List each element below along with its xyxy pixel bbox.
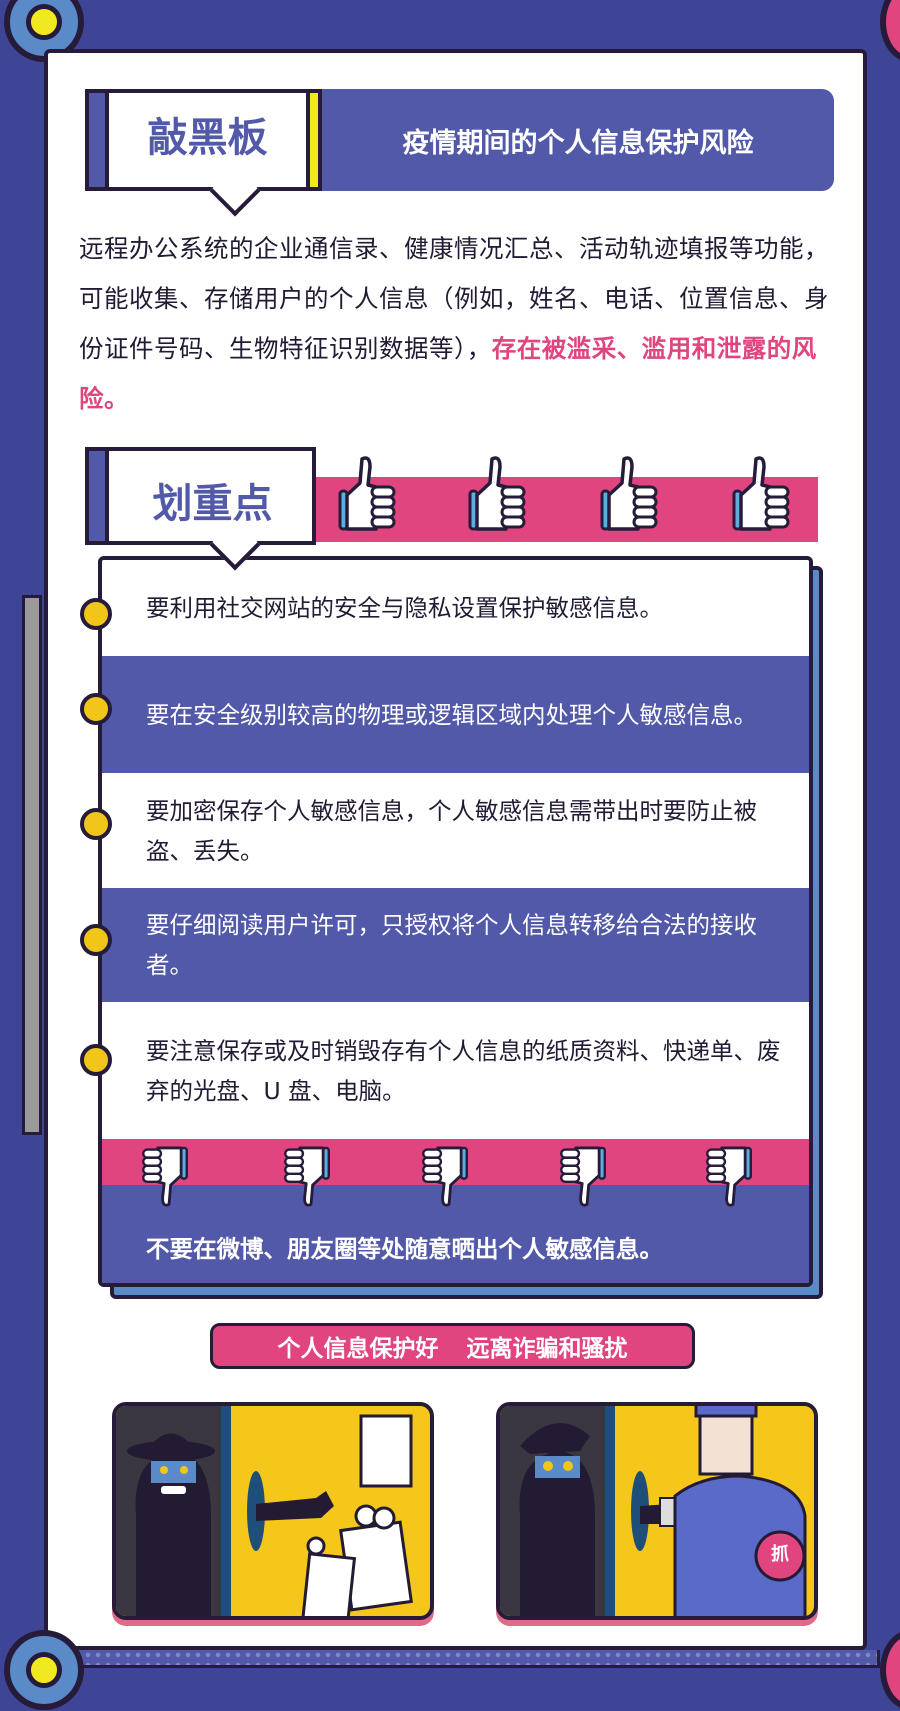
bullet-dot (80, 808, 112, 840)
thumbs-up-icon (468, 456, 526, 531)
bullet-dot (80, 693, 112, 725)
dont-item-text: 不要在微博、朋友圈等处随意晒出个人敏感信息。 (146, 1235, 663, 1263)
intro-highlight: 存在被滥采、滥用和泄露的风险。 (79, 334, 817, 413)
do-item: 要仔细阅读用户许可，只授权将个人信息转移给合法的接收者。 (102, 888, 809, 1002)
corner-ornament (4, 1630, 84, 1710)
thumbs-down-icon (420, 1144, 470, 1210)
thumbs-down-icon (704, 1144, 754, 1210)
do-item: 要加密保存个人敏感信息，个人敏感信息需带出时要防止被盗、丢失。 (102, 773, 809, 888)
catch-badge: 抓 (771, 1544, 789, 1565)
thumbs-down-icon (558, 1144, 608, 1210)
do-item-text: 要在安全级别较高的物理或逻辑区域内处理个人敏感信息。 (146, 700, 757, 729)
side-tab (22, 595, 42, 1135)
thumbs-up-bar (316, 456, 818, 542)
do-item: 要在安全级别较高的物理或逻辑区域内处理个人敏感信息。 (102, 656, 809, 773)
do-item-text: 要注意保存或及时销毁存有个人信息的纸质资料、快递单、废弃的光盘、U 盘、电脑。 (146, 1036, 781, 1105)
dotted-border-band (60, 1650, 880, 1668)
thumbs-down-icon (140, 1144, 190, 1210)
thumbs-down-icon (282, 1144, 332, 1210)
do-item: 要利用社交网站的安全与隐私设置保护敏感信息。 (102, 560, 809, 656)
thief-illustration (116, 1406, 413, 1616)
corner-ornament (880, 1630, 900, 1710)
bullet-dot (80, 598, 112, 630)
do-item-text: 要利用社交网站的安全与隐私设置保护敏感信息。 (146, 594, 663, 622)
corner-ornament (880, 0, 900, 62)
bullet-dot (80, 924, 112, 956)
intro-text: 远程办公系统的企业通信录、健康情况汇总、活动轨迹填报等功能，可能收集、存储用户的… (79, 234, 829, 363)
thumbs-up-icon (338, 456, 396, 531)
intro-paragraph: 远程办公系统的企业通信录、健康情况汇总、活动轨迹填报等功能，可能收集、存储用户的… (79, 224, 839, 424)
slogan-part-1: 个人信息保护好 (277, 1336, 439, 1362)
do-item-text: 要仔细阅读用户许可，只授权将个人信息转移给合法的接收者。 (146, 911, 757, 979)
key-points-tag: 划重点 (152, 481, 273, 527)
thumbs-up-icon (732, 456, 790, 531)
slogan-part-2: 远离诈骗和骚扰 (466, 1336, 628, 1362)
header-title: 疫情期间的个人信息保护风险 (322, 89, 834, 191)
comic-thief-caught: 抓 (496, 1402, 818, 1620)
comic-thief-stealing (112, 1402, 434, 1620)
bullet-dot (80, 1044, 112, 1076)
slogan-banner: 个人信息保护好 远离诈骗和骚扰 (210, 1323, 695, 1369)
do-item: 要注意保存或及时销毁存有个人信息的纸质资料、快递单、废弃的光盘、U 盘、电脑。 (102, 1002, 809, 1139)
header-tag: 敲黑板 (147, 115, 268, 161)
police-illustration (500, 1406, 807, 1616)
key-points-card: 要利用社交网站的安全与隐私设置保护敏感信息。 要在安全级别较高的物理或逻辑区域内… (98, 556, 813, 1287)
header-tag-box: 敲黑板 (85, 89, 322, 217)
thumbs-up-icon (600, 456, 658, 531)
do-item-text: 要加密保存个人敏感信息，个人敏感信息需带出时要防止被盗、丢失。 (146, 796, 757, 865)
dont-item: 不要在微博、朋友圈等处随意晒出个人敏感信息。 (102, 1185, 809, 1283)
key-points-tag-box: 划重点 (85, 447, 316, 571)
